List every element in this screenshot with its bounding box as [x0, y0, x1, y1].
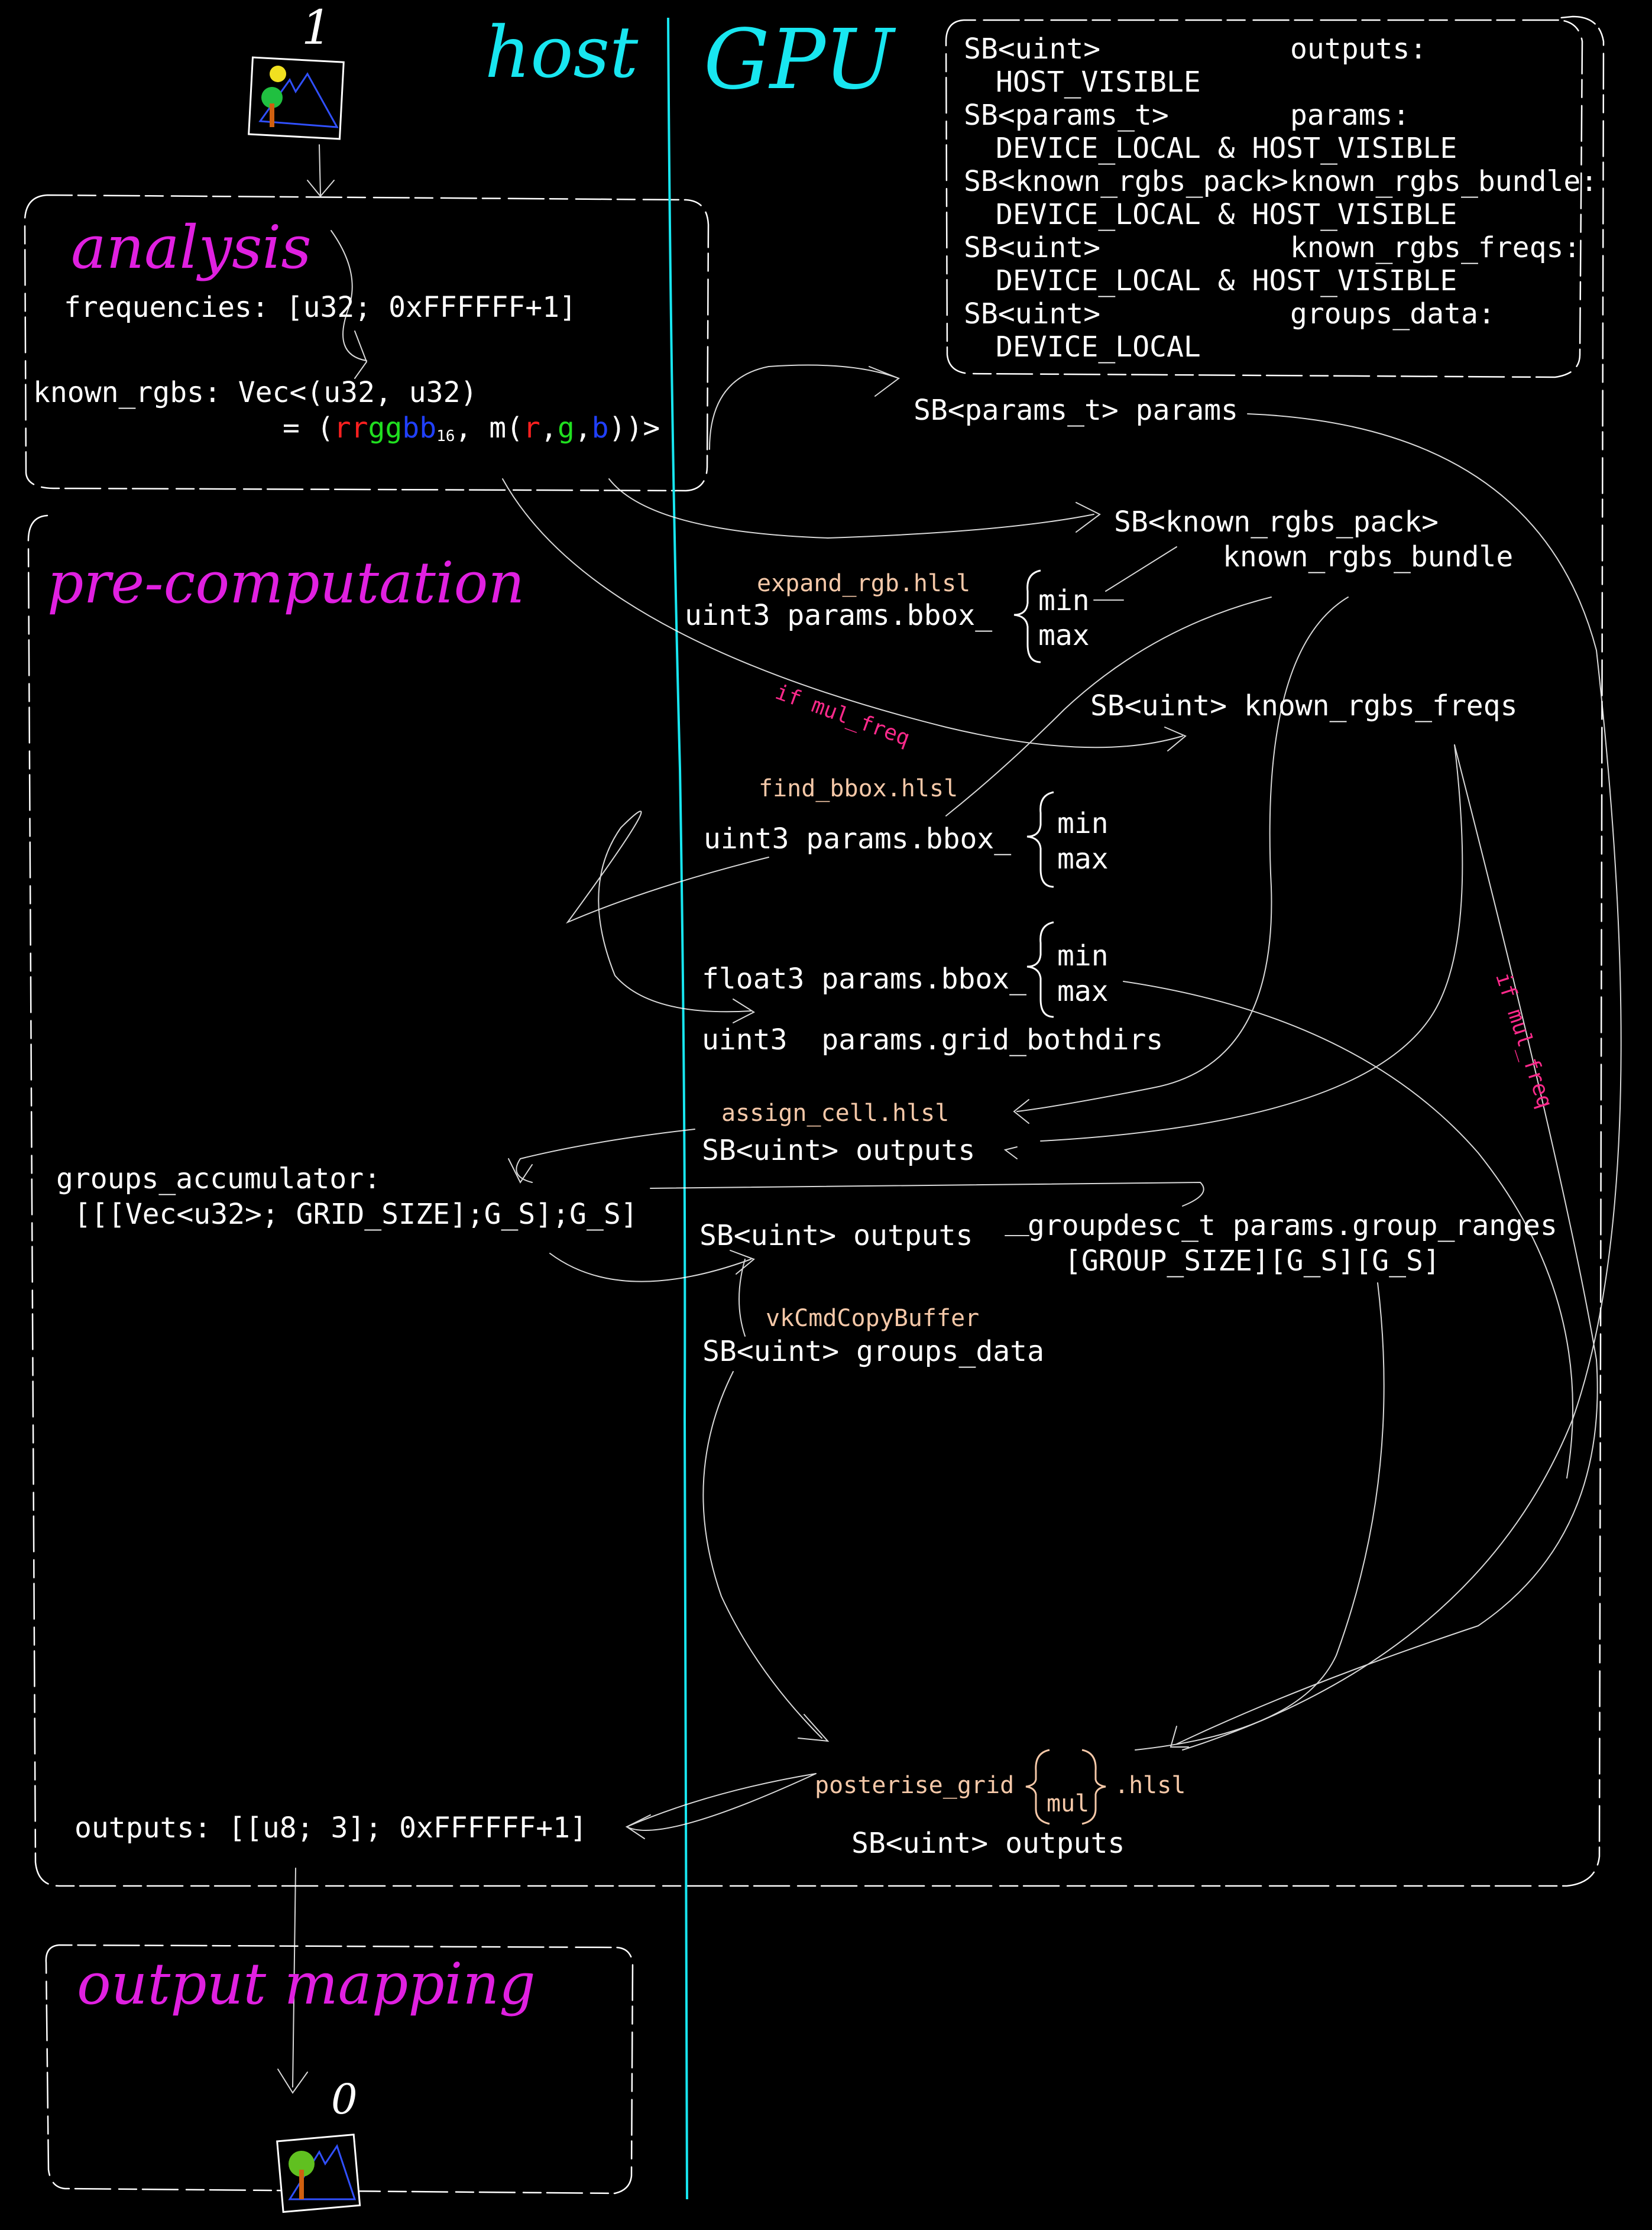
bbox-min-3: min [1057, 939, 1109, 973]
legend-type-freqs: SB<uint> [964, 231, 1101, 264]
legend-box [945, 19, 1583, 378]
groupdesc-dims: [GROUP_SIZE][G_S][G_S] [1064, 1244, 1440, 1278]
legend-name-freqs: known_rgbs_freqs: [1290, 231, 1581, 264]
grid-bothdirs: uint3 params.grid_bothdirs [702, 1023, 1164, 1056]
bbox-max-2: max [1057, 842, 1109, 876]
m-red: r [523, 411, 540, 445]
formula-comma-2: , [574, 411, 592, 445]
bbox-min-2: min [1057, 807, 1109, 840]
braces [1013, 569, 1054, 1018]
shader-posterise-mul: mul [1047, 1790, 1090, 1817]
shader-assign-cell: assign_cell.hlsl [721, 1100, 950, 1127]
formula-m-open: , m( [455, 411, 523, 445]
bbox-max-3: max [1057, 975, 1109, 1008]
known-rgbs-declaration: known_rgbs: Vec<(u32, u32) [33, 376, 478, 409]
legend-name-groups-data: groups_data: [1290, 297, 1495, 330]
formula-comma-1: , [540, 411, 558, 445]
m-green: g [557, 411, 575, 445]
legend-type-groups-data: SB<uint> [964, 297, 1101, 330]
gpu-label: GPU [704, 12, 894, 108]
legend-flags-outputs: HOST_VISIBLE [996, 66, 1201, 99]
posterise-braces [1025, 1749, 1106, 1825]
output-number-label: 0 [331, 2075, 358, 2124]
hex-subscript: 16 [436, 427, 455, 445]
precomputation-box [27, 15, 1605, 1887]
host-outputs-declaration: outputs: [[u8; 3]; 0xFFFFFF+1] [74, 1811, 587, 1845]
input-number-label: 1 [302, 0, 332, 55]
hex-green: gg [368, 411, 403, 445]
groupdesc-declaration: groupdesc_t params.group_ranges [1028, 1209, 1557, 1242]
legend-name-params: params: [1290, 99, 1410, 132]
section-label-output-mapping: output mapping [77, 1951, 536, 2017]
m-blue: b [591, 411, 609, 445]
image-icon-input [248, 56, 345, 140]
groups-accumulator-type: [[[Vec<u32>; GRID_SIZE];G_S];G_S] [74, 1198, 638, 1231]
legend-flags-bundle: DEVICE_LOCAL & HOST_VISIBLE [996, 198, 1457, 231]
formula-close: ))> [608, 411, 660, 445]
section-label-precomputation: pre-computation [47, 550, 525, 616]
shader-expand-rgb: expand_rgb.hlsl [757, 570, 971, 597]
bbox-float: float3 params.bbox_ [702, 962, 1027, 996]
known-rgbs-formula: = (rrggbb16, m(r,g,b))> [283, 411, 660, 453]
bbox-uint-find: uint3 params.bbox_ [704, 822, 1012, 855]
formula-eq: = ( [283, 411, 334, 445]
gpu-groups-data: SB<uint> groups_data [702, 1335, 1044, 1368]
hex-blue: bb [402, 411, 437, 445]
output-mapping-box [45, 1944, 634, 2195]
frequencies-declaration: frequencies: [u32; 0xFFFFFF+1] [64, 291, 576, 324]
gpu-params: SB<params_t> params [914, 394, 1239, 427]
legend-flags-params: DEVICE_LOCAL & HOST_VISIBLE [996, 132, 1457, 165]
gpu-outputs-group: SB<uint> outputs [699, 1219, 973, 1252]
gpu-known-rgbs-freqs: SB<uint> known_rgbs_freqs [1090, 689, 1518, 722]
legend-type-params: SB<params_t> [964, 99, 1169, 132]
legend-name-outputs: outputs: [1290, 33, 1427, 66]
legend-name-bundle: known_rgbs_bundle: [1290, 165, 1598, 198]
host-gpu-divider [667, 17, 688, 2200]
legend-flags-groups-data: DEVICE_LOCAL [996, 330, 1201, 364]
vk-cmd-copy-buffer: vkCmdCopyBuffer [766, 1305, 980, 1332]
bbox-uint-expand: uint3 params.bbox_ [685, 599, 993, 632]
flow-arrows [277, 144, 1622, 2094]
gpu-bundle-type: SB<known_rgbs_pack> [1114, 505, 1439, 539]
hex-red: rr [333, 411, 368, 445]
section-borders [24, 15, 1605, 2195]
groups-accumulator-label: groups_accumulator: [56, 1162, 381, 1195]
image-icon-output [276, 2134, 361, 2213]
legend-type-outputs: SB<uint> [964, 33, 1101, 66]
legend-flags-freqs: DEVICE_LOCAL & HOST_VISIBLE [996, 264, 1457, 297]
host-label: host [485, 12, 639, 94]
legend-type-bundle: SB<known_rgbs_pack> [964, 165, 1289, 198]
analysis-box [24, 194, 710, 492]
gpu-bundle-name: known_rgbs_bundle [1223, 540, 1514, 573]
shader-find-bbox: find_bbox.hlsl [759, 775, 958, 802]
gpu-outputs-posterise: SB<uint> outputs [851, 1827, 1125, 1860]
bbox-min-1: min [1038, 584, 1090, 617]
section-label-analysis: analysis [71, 213, 312, 282]
shader-posterise-name: posterise_grid [815, 1772, 1015, 1799]
shader-posterise-ext: .hlsl [1115, 1772, 1186, 1799]
bbox-max-1: max [1038, 619, 1090, 652]
gpu-outputs-assign: SB<uint> outputs [702, 1134, 976, 1167]
